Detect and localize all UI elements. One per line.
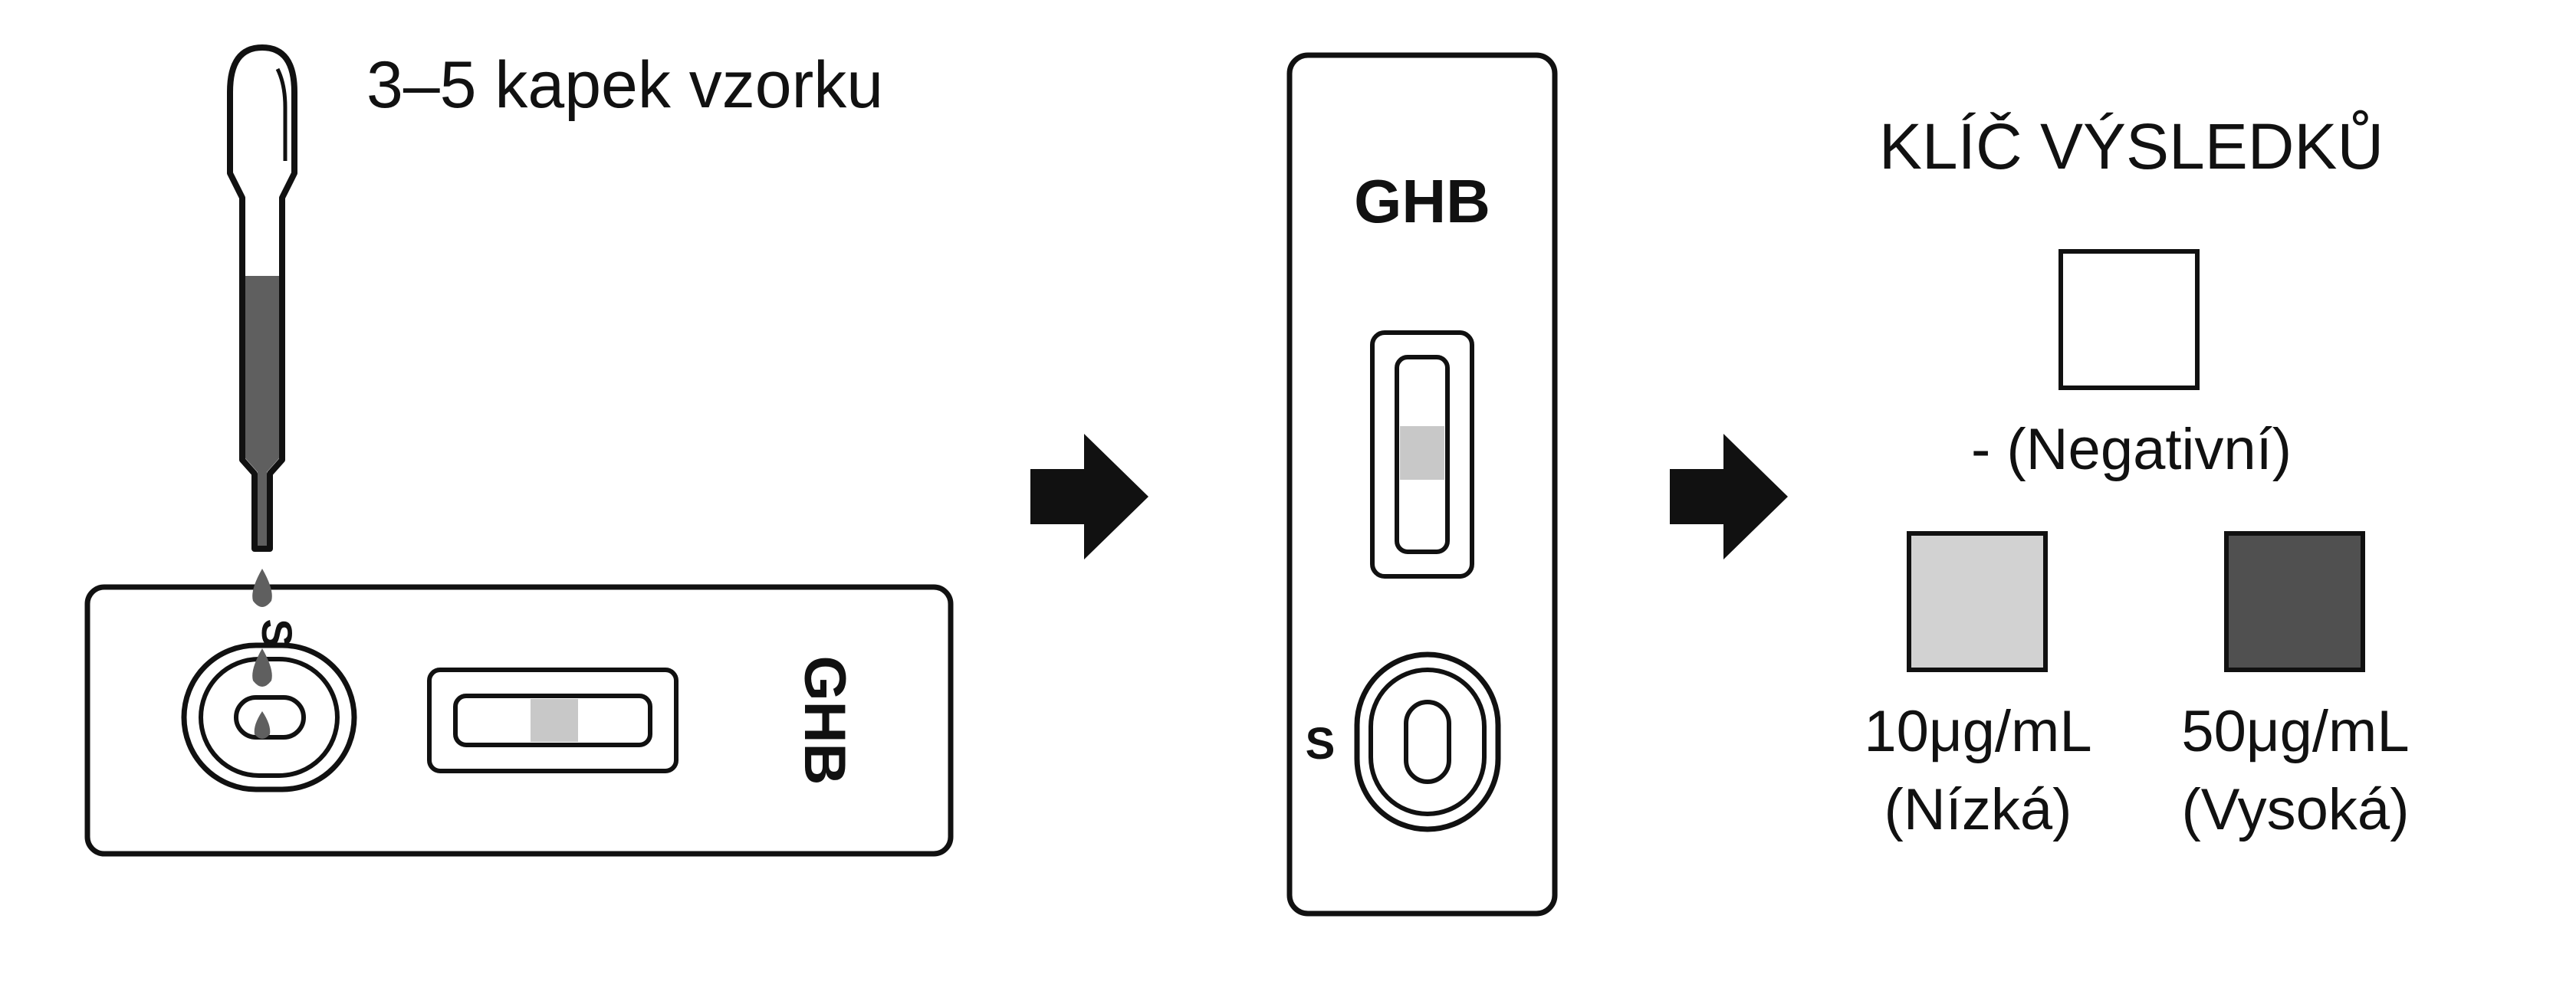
negative-swatch bbox=[2058, 249, 2200, 390]
negative-label: - (Negativní) bbox=[1971, 417, 2292, 482]
sample-well-label: S bbox=[253, 618, 301, 647]
result-window bbox=[1370, 330, 1474, 579]
sample-drops-icon bbox=[252, 569, 272, 739]
arrow-right-icon bbox=[1670, 434, 1788, 559]
low-concentration-value: 10μg/mL bbox=[1864, 699, 2091, 764]
result-key-title: KLÍČ VÝSLEDKŮ bbox=[1879, 110, 2384, 182]
sample-well-label: S bbox=[1306, 719, 1336, 769]
cassette-label: GHB bbox=[792, 656, 857, 786]
step1-panel: 3–5 kapek vzorku S GHB bbox=[84, 44, 954, 857]
pipette-icon bbox=[227, 44, 297, 552]
sample-well bbox=[181, 642, 357, 792]
dropping-instruction: 3–5 kapek vzorku bbox=[366, 48, 883, 122]
step2-panel: GHB S bbox=[1286, 52, 1558, 917]
result-line bbox=[1400, 426, 1444, 480]
result-key: KLÍČ VÝSLEDKŮ - (Negativní) 10μg/mL (Níz… bbox=[1864, 110, 2409, 842]
sample-liquid bbox=[245, 276, 279, 546]
high-concentration-swatch bbox=[2224, 531, 2365, 672]
control-line bbox=[531, 699, 578, 742]
result-window bbox=[427, 668, 678, 773]
high-concentration-label: (Vysoká) bbox=[2181, 777, 2409, 842]
high-concentration-value: 50μg/mL bbox=[2181, 699, 2409, 764]
arrow-right-icon bbox=[1030, 434, 1148, 559]
cassette-label: GHB bbox=[1354, 167, 1490, 235]
low-concentration-label: (Nízká) bbox=[1884, 777, 2072, 842]
low-concentration-swatch bbox=[1907, 531, 2048, 672]
sample-well bbox=[1354, 651, 1501, 832]
